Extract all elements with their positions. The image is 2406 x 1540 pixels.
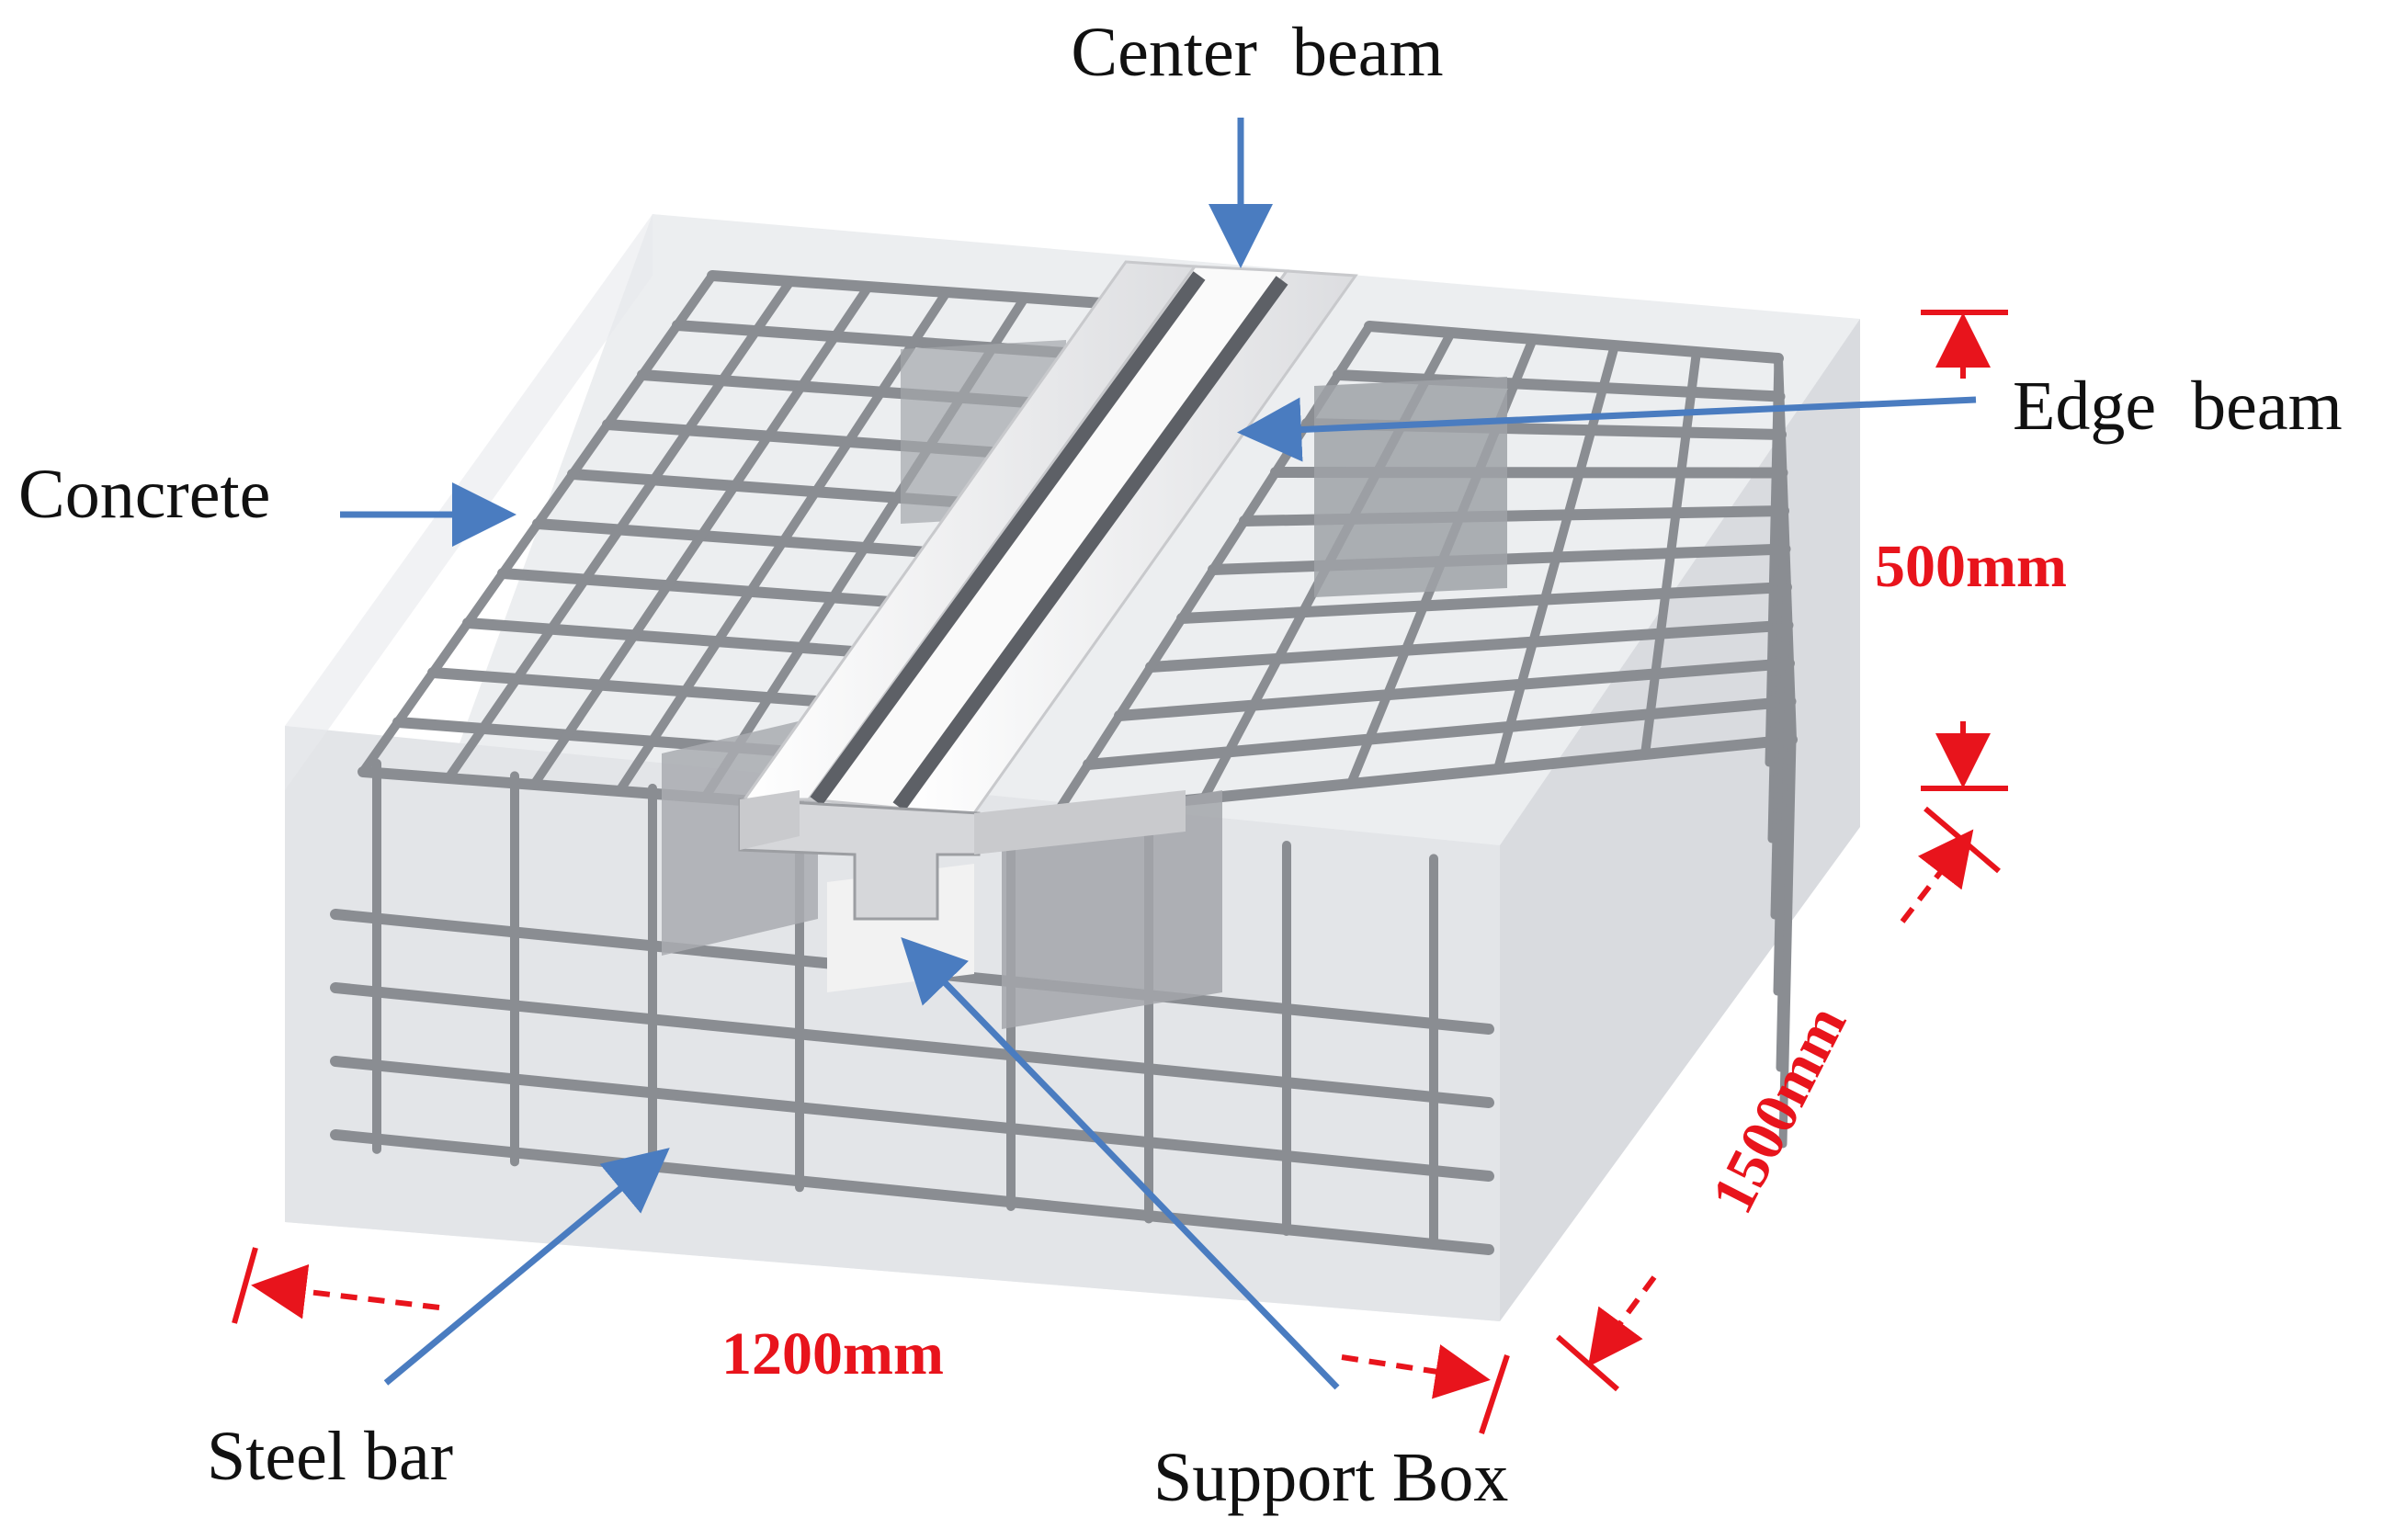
center-beam-label: Center beam [1071,14,1443,91]
support-box-right-front [1002,790,1222,1029]
width-tick-left [232,1247,258,1324]
steel-bar-top-right-longitudinal [1640,347,1701,759]
length-tick-top [1924,806,2001,874]
steel-bar-top-left-longitudinal [358,271,717,776]
width-arrow-left-icon [251,1263,440,1319]
length-tick-bottom [1556,1334,1619,1392]
beam-groove-left [810,271,1206,806]
steel-bar-top-left-transverse [427,667,858,709]
steel-bar-side-stirrup [1767,430,1786,844]
steel-bar-top-right-transverse [1145,619,1794,673]
beam-end-flange-right [974,790,1186,855]
steel-bar-top-left-longitudinal [615,288,951,796]
steel-bar-side-stirrup [1765,354,1783,767]
width-tick-right [1479,1354,1510,1434]
steel-bar-bottom-transverse [330,1056,1494,1182]
steel-bar-side-stirrup [1770,506,1788,920]
dimension-lines [232,310,2008,1434]
steel-bar-top-left-longitudinal [529,282,873,789]
steel-bar-label: Steel bar [207,1418,453,1495]
steel-bar-side-stirrup [1778,735,1797,1149]
support-box-leader-icon [901,936,1340,1390]
steel-bar-top-right-transverse [1364,321,1784,364]
steel-bar-top-left-transverse [532,518,952,560]
support-box-label: Support Box [1153,1439,1508,1516]
steel-bar-side-stirrup [1773,583,1791,996]
beam-groove-right [892,276,1288,811]
steel-bar-top-right-transverse [1176,582,1792,624]
steel-bar-bottom-transverse [330,1129,1494,1255]
height-dimension-label: 500mm [1875,533,2067,600]
steel-bar-side-stirrup [1776,659,1794,1072]
beam-end-flange-left [740,790,800,850]
steel-bar-top-left-transverse [707,270,1108,309]
edge-beam-leader-icon [1237,396,1977,462]
steel-bar-top-left-transverse [462,617,890,660]
width-arrow-right-icon [1341,1344,1491,1399]
length-arrow-top-icon [1900,829,1974,923]
steel-bar-top-left-longitudinal [444,277,795,783]
component-labels: Center beam Edge beam Concrete Steel bar… [18,14,2343,1516]
steel-bar-top-right-transverse [1333,369,1786,402]
leader-arrows [340,118,1977,1390]
steel-bar-top-left-transverse [497,568,921,609]
steel-bar-top-right-transverse [1114,658,1795,721]
width-dimension-label: 1200mm [721,1320,944,1387]
edge-beam-label: Edge beam [2013,368,2343,445]
steel-bar-leader-icon [383,1148,670,1386]
concrete-label: Concrete [18,456,270,533]
support-box-right-back [1314,377,1507,597]
length-arrow-bottom-icon [1587,1275,1657,1367]
steel-bar-top-right-transverse [1083,696,1797,770]
steel-bar-bottom-transverse [330,982,1494,1108]
